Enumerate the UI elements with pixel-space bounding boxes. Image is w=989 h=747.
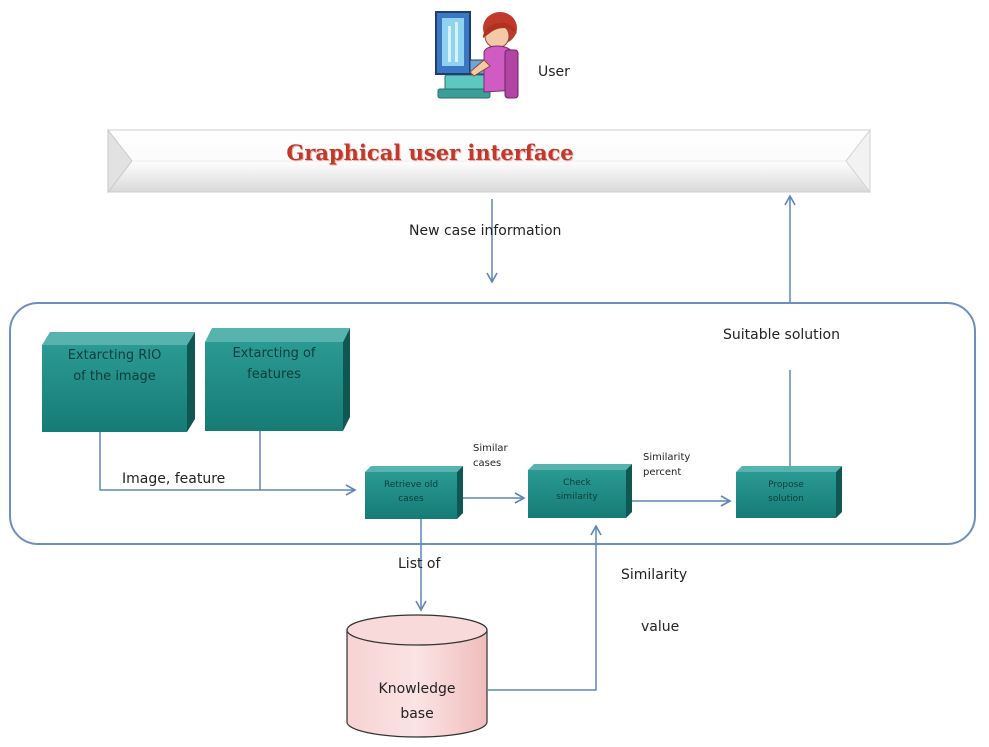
- process-panel: [9, 302, 976, 545]
- box-extract-features-text[interactable]: Extarcting of features: [232, 346, 316, 382]
- knowledge-base-cylinder: [346, 614, 488, 738]
- box-extract-rio: [42, 332, 195, 432]
- box-check-text[interactable]: Check similarity: [556, 478, 598, 502]
- label-similarity-percent: Similarity percent: [643, 452, 691, 478]
- box-check: [528, 464, 632, 518]
- box-retrieve: [365, 466, 463, 519]
- user-at-computer-icon: [435, 11, 519, 99]
- box-extract-rio-text[interactable]: Extarcting RIO of the image: [67, 348, 162, 384]
- label-image-feature: Image, feature: [122, 471, 226, 487]
- arrow-kb-to-check: [487, 524, 602, 691]
- label-suitable-solution: Suitable solution: [723, 327, 840, 343]
- label-new-case: New case information: [409, 223, 562, 239]
- arrow-rio-to-retrieve: [99, 432, 357, 496]
- label-similarity: Similarity: [621, 567, 688, 583]
- box-extract-features: [205, 328, 350, 431]
- user-label: User: [538, 64, 570, 80]
- box-propose-text[interactable]: Propose solution: [768, 480, 804, 504]
- gui-bar: [107, 128, 871, 194]
- label-value: value: [641, 619, 680, 635]
- gui-title[interactable]: Graphical user interface: [286, 140, 574, 165]
- knowledge-base-label: Knowledge base: [378, 681, 456, 722]
- box-retrieve-text[interactable]: Retrieve old cases: [383, 480, 439, 504]
- label-list-of: List of: [398, 556, 441, 572]
- label-similar-cases: Similar cases: [473, 443, 508, 469]
- box-propose: [736, 466, 842, 518]
